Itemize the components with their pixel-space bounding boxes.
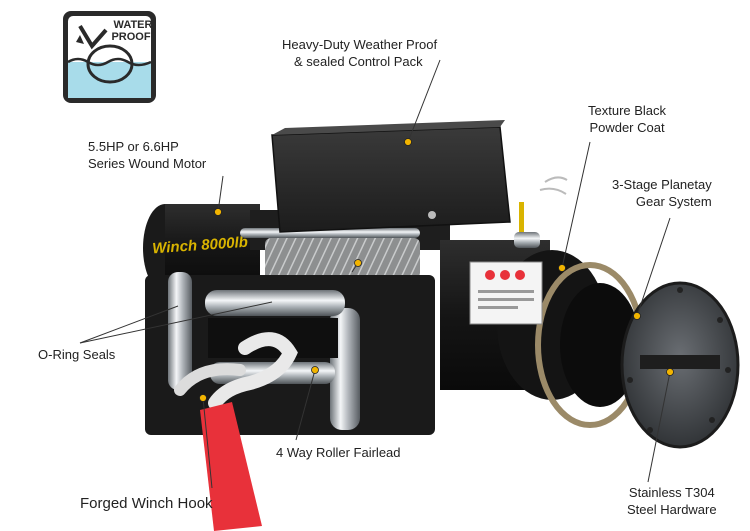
callout-powder-coat-line1: Texture Black xyxy=(588,103,667,118)
dot-motor xyxy=(214,208,222,216)
dot-powder-coat xyxy=(558,264,566,272)
water-fill-icon xyxy=(68,62,151,98)
callout-gear-system-line1: 3-Stage Planetay xyxy=(612,177,712,192)
callout-winch-hook-line1: Forged Winch Hook xyxy=(80,495,213,512)
dot-control-pack xyxy=(404,138,412,146)
callout-motor-line2: Series Wound Motor xyxy=(88,156,207,171)
control-pack-box xyxy=(271,120,568,248)
dot-winch-hook xyxy=(199,394,207,402)
callout-powder-coat-line2: Powder Coat xyxy=(589,120,665,135)
dot-fairlead xyxy=(311,366,319,374)
waterproof-badge: WATER PROOF xyxy=(63,11,156,103)
callout-steel-hardware-line1: Stainless T304 xyxy=(628,485,715,500)
callout-motor: 5.5HP or 6.6HP Series Wound Motor xyxy=(88,138,206,172)
motor-brand-label: Winch 8000lb xyxy=(152,234,249,258)
checkmark-icon xyxy=(78,24,108,50)
badge-line1: WATER xyxy=(114,19,153,31)
red-strap xyxy=(200,402,262,531)
callout-motor-line1: 5.5HP or 6.6HP xyxy=(88,139,179,154)
callout-winch-hook: Forged Winch Hook xyxy=(80,494,213,513)
badge-line2: PROOF xyxy=(111,31,150,43)
leader-lines xyxy=(79,59,671,489)
roller-top xyxy=(205,290,345,316)
callout-control-pack: Heavy-Duty Weather Proof & sealed Contro… xyxy=(282,36,437,70)
callout-dots xyxy=(199,138,674,402)
callout-control-pack-line2: & sealed Control Pack xyxy=(294,54,423,69)
callout-control-pack-line1: Heavy-Duty Weather Proof xyxy=(282,37,438,52)
dot-steel-hardware xyxy=(666,368,674,376)
dot-gear-system xyxy=(633,312,641,320)
roller-left xyxy=(168,272,192,390)
callout-powder-coat: Texture Black Powder Coat xyxy=(588,102,666,136)
dot-cable-drum xyxy=(354,259,362,267)
callout-roller-fairlead: 4 Way Roller Fairlead xyxy=(276,444,401,461)
callout-gear-system: 3-Stage Planetay Gear System xyxy=(612,176,712,210)
callout-gear-system-line2: Gear System xyxy=(635,194,712,209)
winch-hook-strap xyxy=(174,332,298,531)
callout-steel-hardware-line2: Steel Hardware xyxy=(627,502,717,517)
callout-roller-fairlead-line1: 4 Way Roller Fairlead xyxy=(276,445,401,460)
callout-o-ring-seals-line1: O-Ring Seals xyxy=(38,347,116,362)
callout-steel-hardware: Stainless T304 Steel Hardware xyxy=(627,484,717,518)
callout-o-ring-seals: O-Ring Seals xyxy=(38,346,115,363)
